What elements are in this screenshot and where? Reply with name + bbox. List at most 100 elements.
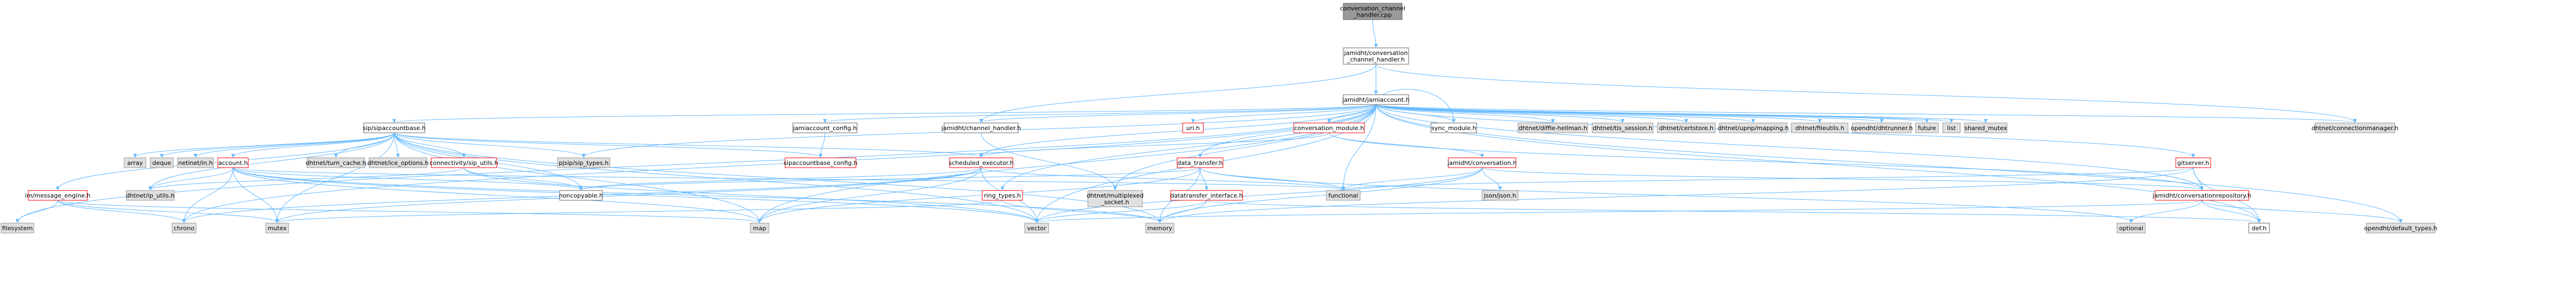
include-edge — [57, 200, 279, 223]
include-edge — [2129, 200, 2202, 223]
node-box — [265, 223, 289, 233]
node-label: deque — [152, 159, 172, 167]
node-label: def.h — [2251, 225, 2266, 232]
include-edge — [1482, 167, 1502, 190]
node-sipaccountbase[interactable]: sip/sipaccountbase.h — [363, 122, 426, 133]
node-jamidht-conversation[interactable]: jamidht/conversation.h — [1447, 157, 1517, 168]
node-root: conversation_channel_handler.cpp — [1340, 3, 1405, 20]
node-label: optional — [2119, 225, 2144, 232]
node-box — [363, 122, 425, 133]
include-edge — [1191, 104, 1376, 123]
node-data-transfer[interactable]: data_transfer.h — [1177, 157, 1223, 168]
node-box — [785, 157, 856, 168]
node-upnp: dhtnet/upnp/mapping.h — [1718, 122, 1789, 133]
node-default-types: opendht/default_types.h — [2364, 223, 2437, 233]
node-label: conversation_channel_handler.cpp — [1340, 5, 1405, 19]
node-box — [1293, 122, 1365, 133]
node-label: conversation_module.h — [1294, 125, 1364, 132]
node-box — [2315, 122, 2395, 133]
node-label: sync_module.h — [1431, 125, 1476, 132]
include-edge — [1035, 200, 1207, 223]
node-box — [369, 157, 427, 168]
include-edge — [57, 200, 186, 223]
include-edge — [1158, 167, 1483, 223]
node-noncopyable[interactable]: noncopyable.h — [559, 190, 603, 201]
node-deque: deque — [150, 157, 174, 168]
node-dhtrunner: opendht/dhtrunner.h — [1851, 122, 1913, 133]
node-box — [750, 223, 769, 233]
node-box — [1087, 190, 1143, 207]
node-label: dhtnet/upnp/mapping.h — [1718, 125, 1789, 132]
node-shared-mutex: shared_mutex — [1964, 122, 2008, 133]
include-edge — [1113, 104, 1376, 190]
include-edge — [579, 167, 1201, 190]
node-label: netinet/in.h — [178, 159, 212, 167]
node-box — [177, 157, 214, 168]
node-chrono: chrono — [172, 223, 197, 233]
node-box — [557, 157, 610, 168]
node-box — [1791, 122, 1849, 133]
include-edge — [1375, 104, 2357, 123]
node-box — [792, 122, 858, 133]
node-label: uri.h — [1186, 125, 1200, 132]
node-label: filesystem — [2, 225, 33, 232]
node-sipaccountbase-config[interactable]: sipaccountbase_config.h — [784, 157, 858, 168]
node-jamiaccount-h[interactable]: jamidht/jamiaccount.h — [1342, 94, 1410, 105]
node-gitserver[interactable]: gitserver.h — [2175, 157, 2211, 168]
node-cch-h[interactable]: jamidht/conversation_channel_handler.h — [1343, 47, 1409, 65]
include-edge — [1375, 104, 2204, 190]
node-connectivity[interactable]: connectivity/sip_utils.h — [430, 157, 498, 168]
node-label: dhtnet/diffie-hellman.h — [1519, 125, 1587, 132]
node-label: jamidht/conversation.h — [1447, 159, 1516, 167]
include-edge — [160, 132, 395, 158]
node-array: array — [124, 157, 146, 168]
node-label: dhtnet/ip_utils.h — [126, 192, 174, 199]
node-account-h[interactable]: account.h — [217, 157, 249, 168]
node-conv-module[interactable]: conversation_module.h — [1293, 122, 1365, 133]
node-label: future — [1918, 125, 1936, 132]
node-label: dhtnet/ice_options.h — [368, 159, 429, 167]
node-pjsip-types: pjsip/sip_types.h — [557, 157, 610, 168]
include-edge — [1206, 200, 2261, 223]
include-edge — [1375, 104, 1688, 123]
node-box — [1852, 122, 1912, 133]
include-edge — [757, 167, 1201, 223]
node-label: dhtnet/connectionmanager.h — [2311, 125, 2398, 132]
node-label: sip/sipaccountbase.h — [363, 125, 426, 132]
node-box — [307, 157, 365, 168]
edge-layer — [15, 19, 2403, 223]
node-ring-types[interactable]: ring_types.h — [982, 190, 1023, 201]
node-box — [1145, 223, 1174, 233]
node-label: json/json.h — [1483, 192, 1516, 199]
node-jamiaccount-config[interactable]: jamiaccount_config.h — [792, 122, 858, 133]
include-edge — [15, 104, 1376, 223]
node-jchannel-handler[interactable]: jamidht/channel_handler.h — [941, 122, 1021, 133]
node-optional: optional — [2116, 223, 2146, 233]
node-box — [2248, 223, 2270, 233]
include-edge — [1329, 132, 1484, 158]
node-label: shared_mutex — [1965, 125, 2008, 132]
node-sync-module[interactable]: sync_module.h — [1430, 122, 1477, 133]
include-edge — [1158, 200, 1207, 223]
node-box — [1448, 157, 1516, 168]
include-edge — [979, 64, 1376, 123]
include-edge — [394, 132, 762, 223]
node-uri[interactable]: uri.h — [1182, 122, 1204, 133]
node-datatransfer-interface[interactable]: datatransfer_interface.h — [1170, 190, 1243, 201]
node-mutex: mutex — [265, 223, 289, 233]
node-def-h[interactable]: def.h — [2248, 223, 2270, 233]
node-conv-repo[interactable]: jamidht/conversationrepository.h — [2152, 190, 2251, 201]
include-edge — [1200, 167, 1345, 190]
node-box — [1964, 122, 2008, 133]
node-box — [1592, 122, 1654, 133]
node-fileutils: dhtnet/fileutils.h — [1791, 122, 1849, 133]
node-label: gitserver.h — [2177, 159, 2210, 167]
node-box — [944, 122, 1019, 133]
include-edge — [148, 167, 464, 190]
node-scheduled-executor[interactable]: scheduled_executor.h — [949, 157, 1014, 168]
node-box — [28, 190, 88, 201]
node-ip-utils: dhtnet/ip_utils.h — [126, 190, 175, 201]
node-box — [2116, 223, 2146, 233]
node-im-message-engine[interactable]: im/message_engine.h — [25, 190, 90, 201]
include-edge — [981, 132, 1117, 190]
